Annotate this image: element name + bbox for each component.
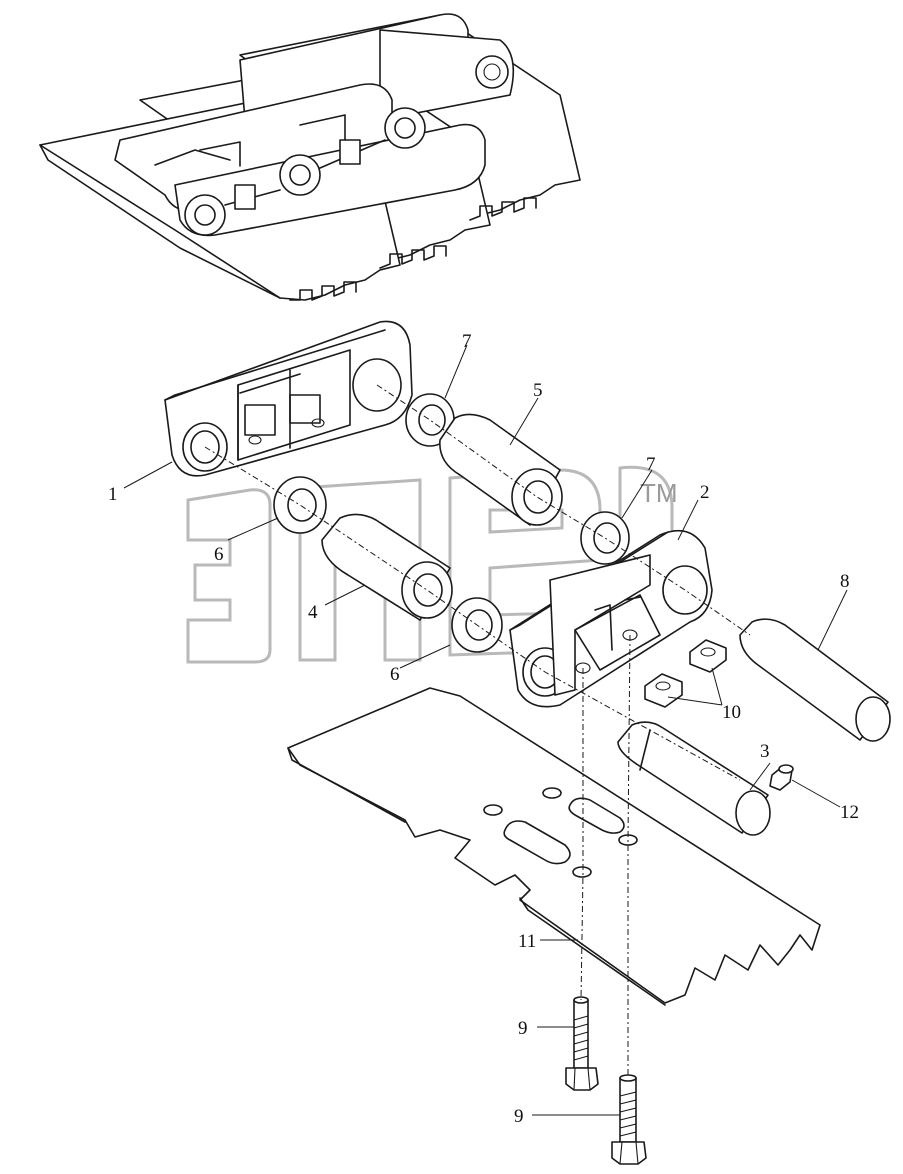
callout-10: 10 [722, 702, 741, 723]
bushing-upper [439, 413, 563, 526]
callout-12: 12 [840, 802, 859, 823]
callout-9-upper: 9 [518, 1018, 528, 1039]
square-nut-upper [689, 639, 727, 673]
assembly-axis-lines [204, 384, 751, 1078]
track-pin-small [617, 721, 771, 836]
watermark-tm-mark: TM [640, 478, 678, 508]
callout-9-lower: 9 [514, 1106, 524, 1127]
bolt-lower [611, 1074, 647, 1165]
washer-left [273, 476, 327, 534]
track-pin-large [739, 618, 891, 742]
track-link-right [509, 529, 713, 708]
washer-upper [405, 393, 455, 447]
callout-8: 8 [840, 571, 850, 592]
callout-labels: 1 2 3 4 5 6 6 7 7 8 9 9 10 11 12 [108, 331, 859, 1127]
callout-6-upper: 6 [214, 544, 224, 565]
callout-1: 1 [108, 484, 118, 505]
bushing-lower [321, 513, 453, 621]
track-shoe [287, 687, 821, 1006]
dowel-pin [769, 764, 794, 791]
callout-11: 11 [518, 931, 536, 952]
bolt-upper [565, 996, 599, 1091]
assembled-track-chain [39, 13, 581, 301]
washer-mid [580, 511, 630, 565]
callout-4: 4 [308, 602, 318, 623]
callout-3: 3 [760, 741, 770, 762]
callout-leaders [123, 344, 848, 1116]
callout-7-upper: 7 [462, 331, 472, 352]
callout-5: 5 [533, 380, 543, 401]
callout-6-lower: 6 [390, 664, 400, 685]
callout-7-lower: 7 [646, 454, 656, 475]
callout-2: 2 [700, 482, 710, 503]
square-nut-lower [644, 673, 683, 708]
track-link-left [164, 320, 413, 477]
